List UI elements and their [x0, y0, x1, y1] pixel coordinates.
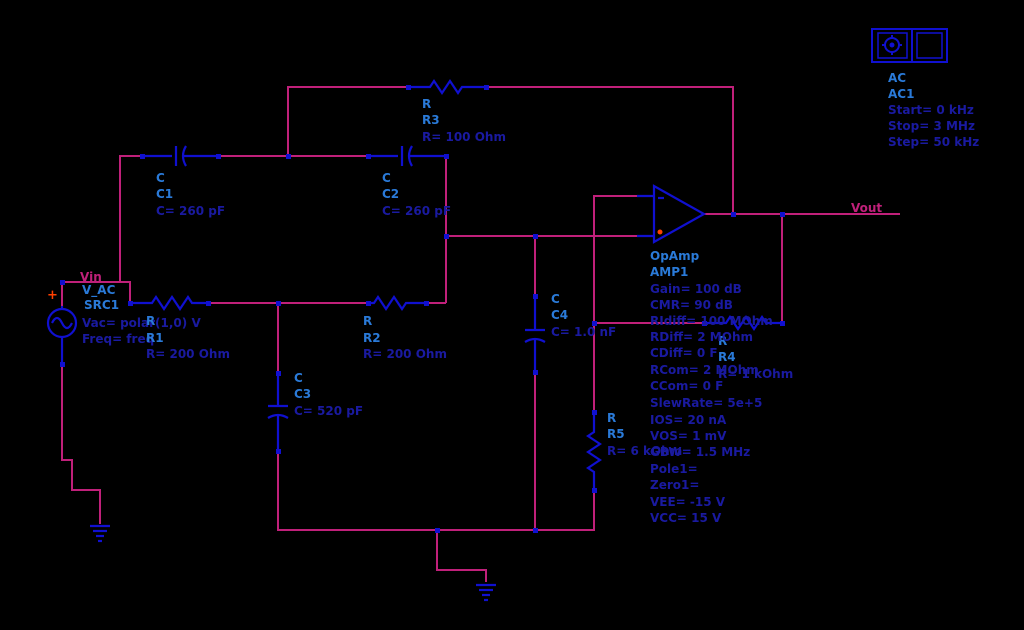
svg-text:C: C: [382, 171, 391, 185]
svg-text:Freq= freq: Freq= freq: [82, 332, 154, 346]
svg-text:C: C: [294, 371, 303, 385]
svg-text:R: R: [363, 314, 372, 328]
svg-text:GBW= 1.5 MHz: GBW= 1.5 MHz: [650, 445, 750, 459]
svg-text:R: R: [146, 314, 155, 328]
svg-text:RCom= 2 MOhm: RCom= 2 MOhm: [650, 363, 759, 377]
net-label-vout: Vout: [851, 201, 882, 215]
r1-label: R R1 R= 200 Ohm: [146, 314, 230, 361]
svg-text:VEE= -15 V: VEE= -15 V: [650, 495, 726, 509]
source-plus-marker: +: [47, 288, 58, 303]
svg-text:IOS= 20 nA: IOS= 20 nA: [650, 413, 727, 427]
svg-text:SlewRate= 5e+5: SlewRate= 5e+5: [650, 396, 762, 410]
r5-label: R R5 R= 6 kOhm: [607, 411, 682, 458]
svg-text:C: C: [551, 292, 560, 306]
svg-text:RDiff= 2 MOhm: RDiff= 2 MOhm: [650, 330, 753, 344]
resistor-r1[interactable]: [130, 295, 208, 311]
svg-text:Start= 0 kHz: Start= 0 kHz: [888, 103, 974, 117]
r4-label: R R4 R= 1 kOhm: [718, 334, 793, 381]
c1-label: C C1 C= 260 pF: [156, 171, 225, 218]
svg-text:Vac= polar(1,0) V: Vac= polar(1,0) V: [82, 316, 201, 330]
svg-text:C1: C1: [156, 187, 173, 201]
svg-text:AC1: AC1: [888, 87, 914, 101]
opamp-label: OpAmp AMP1 Gain= 100 dB CMR= 90 dB RIdif…: [650, 249, 773, 525]
c4-label: C C4 C= 1.0 nF: [551, 292, 616, 339]
sim-label: AC AC1 Start= 0 kHz Stop= 3 MHz Step= 50…: [888, 71, 979, 149]
svg-text:AC: AC: [888, 71, 906, 85]
svg-text:CMR= 90 dB: CMR= 90 dB: [650, 298, 733, 312]
svg-text:C= 1.0 nF: C= 1.0 nF: [551, 325, 616, 339]
c2-label: C C2 C= 260 pF: [382, 171, 451, 218]
svg-text:VOS= 1 mV: VOS= 1 mV: [650, 429, 727, 443]
r2-label: R R2 R= 200 Ohm: [363, 314, 447, 361]
capacitor-c4[interactable]: [524, 296, 546, 372]
svg-text:R= 6 kOhm: R= 6 kOhm: [607, 444, 682, 458]
svg-text:R= 200 Ohm: R= 200 Ohm: [146, 347, 230, 361]
ground-symbol-bottom: [476, 583, 496, 602]
svg-text:R3: R3: [422, 113, 440, 127]
svg-text:R= 200 Ohm: R= 200 Ohm: [363, 347, 447, 361]
svg-text:R2: R2: [363, 331, 381, 345]
opamp-symbol[interactable]: [637, 184, 707, 244]
capacitor-c2[interactable]: [368, 145, 446, 167]
svg-text:C2: C2: [382, 187, 399, 201]
svg-text:CDiff= 0 F: CDiff= 0 F: [650, 346, 718, 360]
capacitor-c3[interactable]: [267, 373, 289, 451]
svg-text:RIdiff= 100 MOhm: RIdiff= 100 MOhm: [650, 314, 773, 328]
opamp-output-marker: [657, 229, 663, 235]
svg-text:R= 100 Ohm: R= 100 Ohm: [422, 130, 506, 144]
svg-text:SRC1: SRC1: [84, 298, 119, 312]
ground-symbol-left: [90, 524, 110, 543]
svg-text:C4: C4: [551, 308, 568, 322]
svg-text:CCom= 0 F: CCom= 0 F: [650, 379, 723, 393]
svg-text:Gain= 100 dB: Gain= 100 dB: [650, 282, 742, 296]
capacitor-c1[interactable]: [142, 145, 218, 167]
c3-label: C C3 C= 520 pF: [294, 371, 363, 418]
svg-text:Step= 50 kHz: Step= 50 kHz: [888, 135, 979, 149]
svg-text:C= 260 pF: C= 260 pF: [156, 204, 225, 218]
resistor-r4[interactable]: [704, 315, 782, 331]
svg-text:AMP1: AMP1: [650, 265, 688, 279]
ac-source[interactable]: [46, 306, 78, 364]
svg-text:R5: R5: [607, 427, 625, 441]
svg-text:C= 520 pF: C= 520 pF: [294, 404, 363, 418]
svg-text:R: R: [422, 97, 431, 111]
svg-text:Stop= 3 MHz: Stop= 3 MHz: [888, 119, 975, 133]
resistor-r5[interactable]: [586, 412, 602, 490]
svg-text:R= 1 kOhm: R= 1 kOhm: [718, 367, 793, 381]
wires: [61, 86, 900, 582]
r3-label: R R3 R= 100 Ohm: [422, 97, 506, 144]
svg-text:C3: C3: [294, 387, 311, 401]
svg-text:R: R: [607, 411, 616, 425]
ac-simulation-block[interactable]: [871, 28, 948, 63]
source-label: V_AC SRC1 Vac= polar(1,0) V Freq= freq: [82, 283, 201, 346]
resistor-r2[interactable]: [368, 295, 426, 311]
svg-text:C= 260 pF: C= 260 pF: [382, 204, 451, 218]
svg-text:R4: R4: [718, 350, 736, 364]
svg-text:R1: R1: [146, 331, 164, 345]
resistor-r3[interactable]: [408, 79, 486, 95]
net-label-vin: Vin: [80, 270, 102, 284]
svg-text:R: R: [718, 334, 727, 348]
svg-text:Pole1=: Pole1=: [650, 462, 698, 476]
svg-text:Zero1=: Zero1=: [650, 478, 699, 492]
gear-icon: [882, 35, 902, 55]
svg-text:V_AC: V_AC: [82, 283, 116, 298]
svg-text:C: C: [156, 171, 165, 185]
svg-text:VCC= 15 V: VCC= 15 V: [650, 511, 722, 525]
svg-text:OpAmp: OpAmp: [650, 249, 700, 263]
